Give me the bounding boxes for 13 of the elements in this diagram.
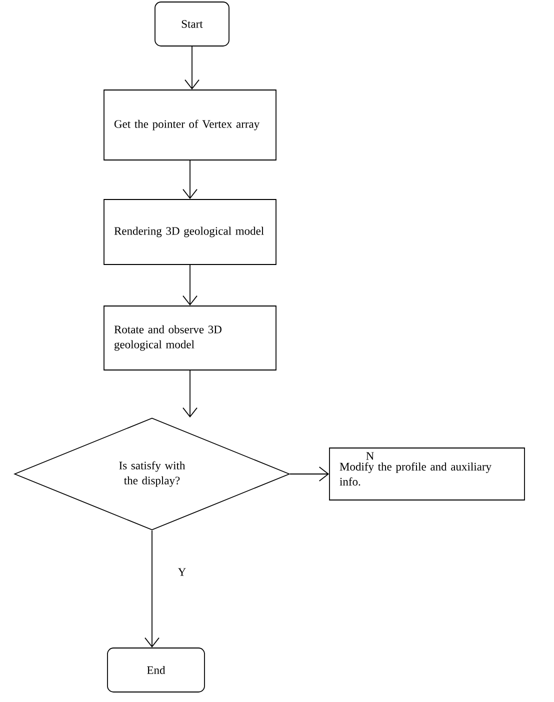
process-box: Rotate and observe 3D geological model: [104, 306, 276, 370]
edge-label: N: [366, 452, 374, 460]
terminal-box: End: [107, 648, 205, 692]
arrow: [290, 466, 330, 482]
arrow: [182, 264, 198, 306]
arrow: [182, 160, 198, 200]
arrow: [184, 46, 200, 90]
arrow: [182, 370, 198, 418]
process-box: Rendering 3D geological model: [104, 199, 276, 265]
edge-label: Y: [178, 568, 186, 576]
arrow: [144, 530, 160, 648]
process-box: Get the pointer of Vertex array: [104, 90, 276, 160]
terminal-box: Start: [154, 2, 230, 46]
